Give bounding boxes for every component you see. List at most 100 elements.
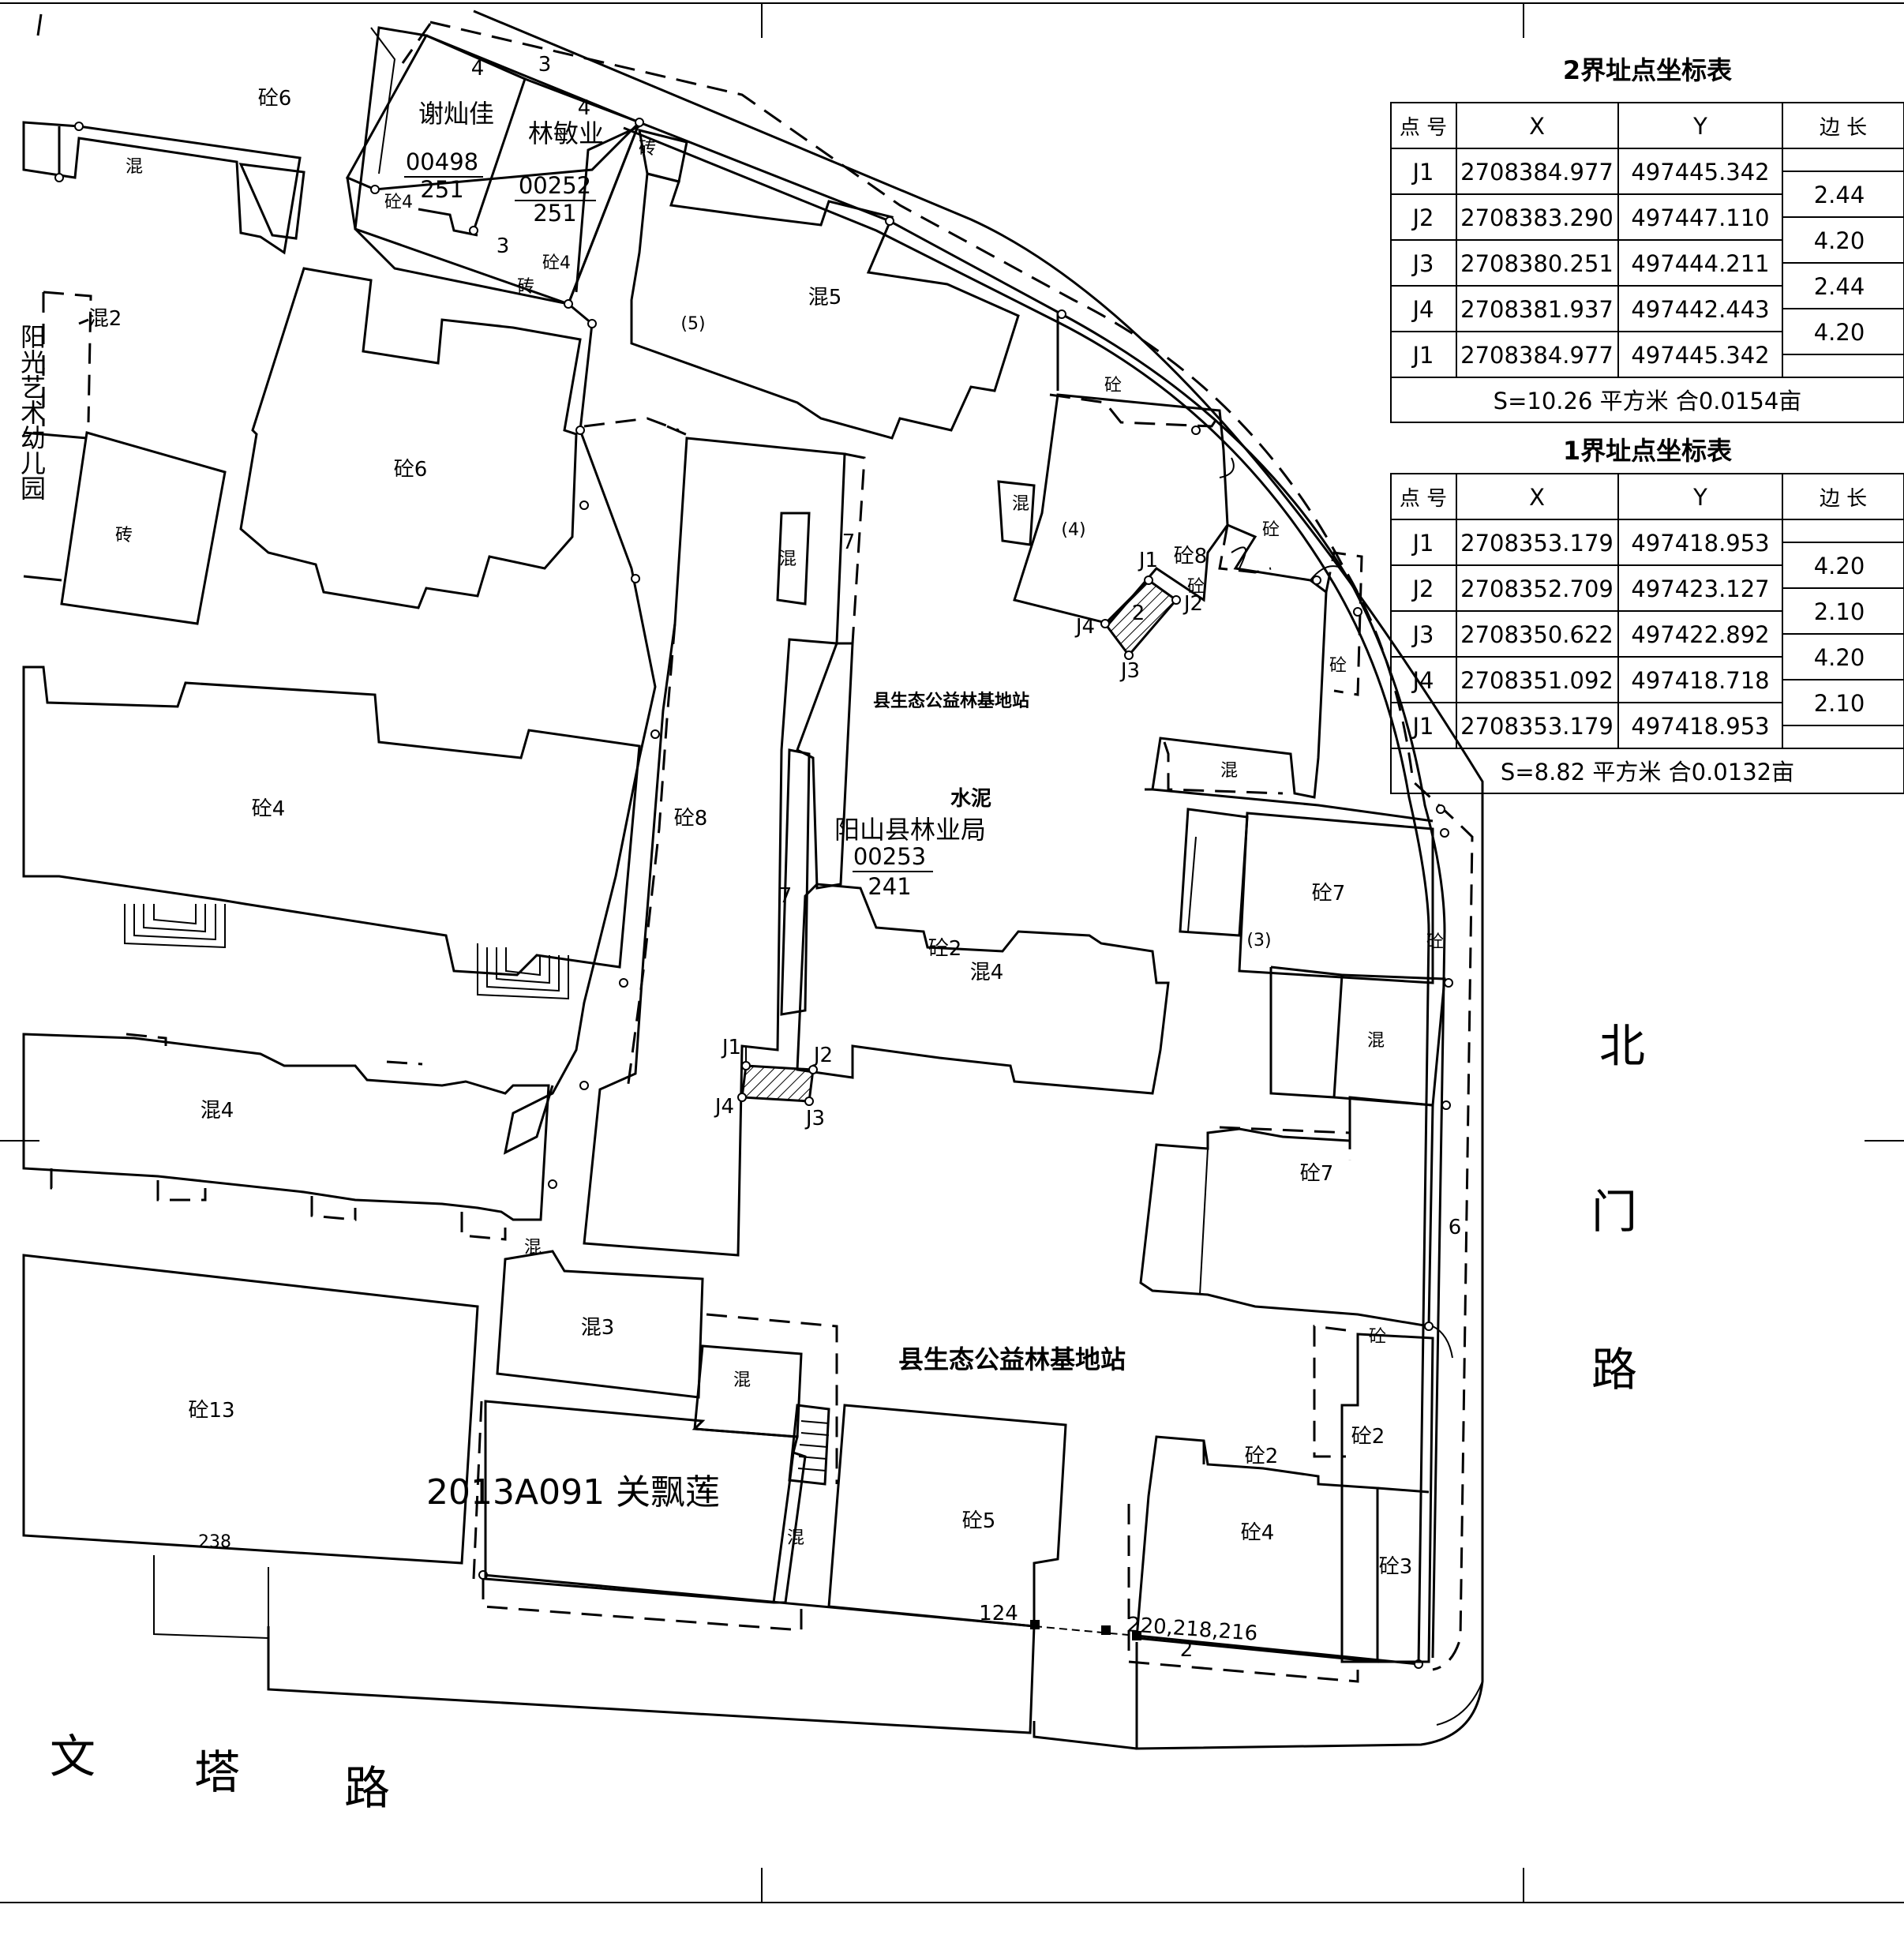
jpoint-label: J2 — [812, 1044, 833, 1067]
coord-table-2 — [1390, 102, 1904, 423]
table2-edge: 2.44 — [1814, 182, 1865, 208]
step-icon-2 — [477, 943, 569, 1000]
street-wenta-2: 塔 — [194, 1745, 240, 1799]
table1-cell: J4 — [1411, 667, 1434, 694]
building-label: 3 — [497, 234, 510, 258]
building-label: 6 — [1449, 1216, 1462, 1239]
building-label: 砼2 — [1351, 1425, 1385, 1449]
building-label: 砼4 — [1241, 1521, 1275, 1545]
table2-header-edge: 边 长 — [1820, 116, 1867, 140]
building-label: 混4 — [201, 1099, 234, 1123]
building-label: 砼4 — [252, 797, 286, 821]
parcel-owner: 谢灿佳 — [418, 99, 494, 129]
kindergarten-text: 阳光艺术幼儿园 — [17, 324, 47, 500]
building-label: 砼3 — [1379, 1555, 1413, 1579]
jtract-1 — [737, 1046, 818, 1106]
bottom-boundary — [478, 1504, 1423, 1683]
table1-cell: J1 — [1411, 713, 1434, 740]
building-label: 混 — [524, 1238, 542, 1258]
lower-buildings — [472, 1313, 1067, 1628]
upper-parcels — [54, 23, 680, 1189]
parcel-area: 251 — [533, 200, 576, 227]
table2-cell: J1 — [1411, 159, 1434, 186]
table1-edge: 4.20 — [1814, 553, 1865, 579]
building-label: 砼 — [1369, 1327, 1386, 1347]
building-label: 混 — [733, 1370, 751, 1390]
table2-header-x: X — [1529, 113, 1545, 140]
table1-header-pt: 点 号 — [1400, 487, 1447, 511]
building-h5 — [630, 128, 1036, 546]
jpoint-label: 2 — [1132, 602, 1145, 625]
building-label: 砼 — [1329, 656, 1347, 676]
jpoint-label: J1 — [721, 1036, 741, 1059]
left-buildings — [22, 121, 704, 1565]
building-label: 4 — [578, 96, 591, 120]
jpoint-label: J4 — [1074, 615, 1095, 639]
table2-cell: 497447.110 — [1631, 204, 1769, 231]
parcel-code: 00498 — [406, 148, 478, 175]
parcel-area: 241 — [868, 873, 911, 900]
street-beimen-2: 门 — [1591, 1185, 1637, 1239]
table2-cell: 2708384.977 — [1460, 159, 1614, 186]
building-label: 砼7 — [1312, 882, 1346, 905]
table2-cell: J4 — [1411, 296, 1434, 323]
table1-cell: 497422.892 — [1631, 621, 1769, 648]
table1-cell: 2708350.622 — [1460, 621, 1614, 648]
coord-table-1 — [1390, 473, 1904, 794]
jpoint-label: J3 — [804, 1107, 825, 1130]
jtract-2 — [1100, 575, 1181, 660]
table2-cell: J3 — [1411, 250, 1434, 277]
building-label: 混2 — [88, 307, 122, 331]
table1-cell: 497418.953 — [1631, 713, 1769, 740]
building-label: 混 — [787, 1528, 804, 1548]
building-label: 砼4 — [384, 193, 413, 212]
table2-header-pt: 点 号 — [1400, 116, 1447, 140]
parcel-code: 00253 — [853, 843, 926, 870]
parcel-owner: 林敏业 — [528, 118, 604, 148]
table2-cell: 2708383.290 — [1460, 204, 1614, 231]
table2-title: 2界址点坐标表 — [1563, 55, 1732, 85]
central-buildings — [583, 312, 1434, 1257]
table2-cell: 497445.342 — [1631, 159, 1769, 186]
street-wenta-3: 路 — [344, 1761, 390, 1815]
building-label: 砼 — [1104, 376, 1122, 396]
parcel-code: 00252 — [519, 172, 591, 199]
building-label: (4) — [1061, 520, 1085, 540]
building-label: 砼2 — [928, 937, 962, 961]
building-label: 3 — [538, 53, 552, 77]
table1-area: S=8.82 平方米 合0.0132亩 — [1501, 759, 1794, 785]
table2-area: S=10.26 平方米 合0.0154亩 — [1494, 388, 1802, 414]
building-label: 砼5 — [962, 1509, 996, 1533]
street-edges — [153, 9, 1484, 1750]
building-label: 砼7 — [1300, 1162, 1334, 1186]
building-label: 砼2 — [1245, 1445, 1279, 1468]
table1-cell: J3 — [1411, 621, 1434, 648]
table2-header-y: Y — [1692, 113, 1707, 140]
dim-label: 2 — [1180, 1638, 1194, 1662]
building-label: 砼 — [1426, 932, 1444, 952]
building-label: 砼6 — [394, 458, 428, 482]
building-label: 砼6 — [258, 87, 292, 111]
building-label: 砖 — [639, 139, 656, 159]
table2-cell: 2708384.977 — [1460, 342, 1614, 369]
table1-edge: 4.20 — [1814, 644, 1865, 671]
building-label: 4 — [471, 57, 485, 81]
step-icon-1 — [124, 904, 226, 949]
building-label: 砼4 — [542, 253, 571, 273]
table1-edge: 2.10 — [1814, 690, 1865, 717]
building-label: 混 — [779, 549, 796, 569]
parcel-area: 251 — [420, 176, 463, 203]
table1-cell: 497418.953 — [1631, 530, 1769, 557]
street-beimen-1: 北 — [1599, 1019, 1645, 1073]
table2-cell: 2708380.251 — [1460, 250, 1614, 277]
street-wenta-1: 文 — [50, 1730, 96, 1783]
building-label: 7 — [842, 530, 856, 554]
bottom-parcel-owner: 2013A091 关飘莲 — [426, 1472, 720, 1513]
jpoint-label: J3 — [1119, 659, 1140, 683]
building-label: 砼 — [1187, 577, 1205, 597]
table1-title: 1界址点坐标表 — [1563, 436, 1732, 466]
parcel-small-label: 县生态公益林基地站 — [873, 691, 1029, 711]
building-label: 混 — [1367, 1031, 1385, 1051]
building-label: 混 — [1012, 494, 1029, 514]
